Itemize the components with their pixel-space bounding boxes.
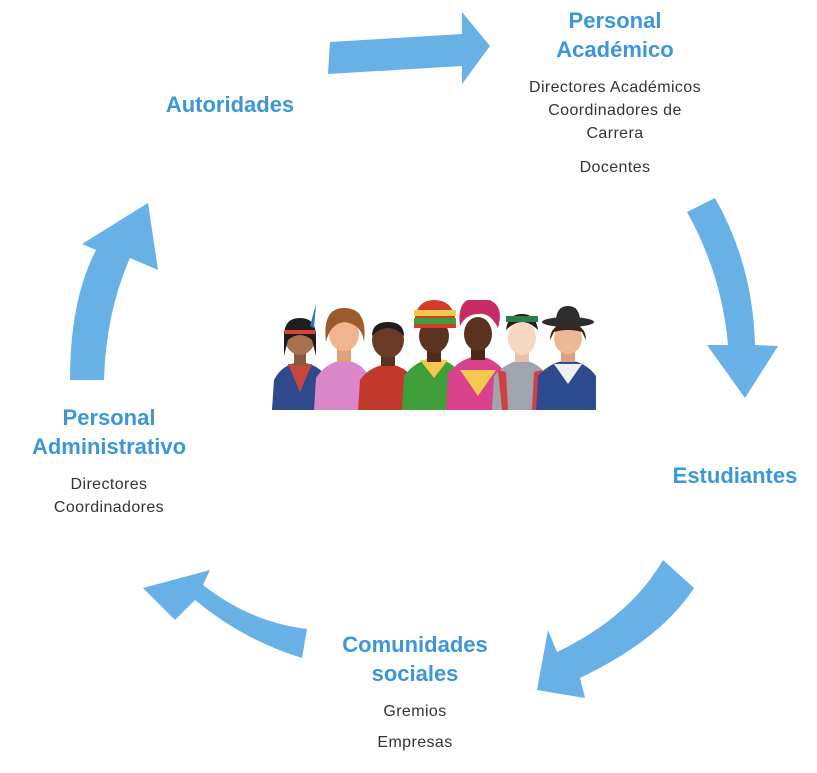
title-line: sociales (371, 661, 459, 686)
title-line: Académico (556, 37, 674, 62)
node-items: Directores Coordinadores (0, 473, 218, 519)
title-line: Personal (62, 405, 156, 430)
item-gremios: Gremios (383, 703, 447, 720)
item-coordinadores: Coordinadores (53, 499, 165, 516)
item-directores: Directores (70, 476, 148, 493)
person-figure (314, 308, 370, 410)
node-title: Estudiantes (672, 463, 798, 488)
title-line: Personal (568, 8, 662, 33)
arrow-left (70, 203, 158, 380)
person-figure (358, 322, 414, 410)
arrow-bottom-left (143, 570, 307, 658)
person-figure (536, 306, 596, 410)
node-personal-administrativo: Personal Administrativo Directores Coord… (0, 403, 218, 519)
node-title: Personal Académico (490, 6, 740, 64)
item-coordinadores-de: Coordinadores de (548, 102, 682, 119)
node-estudiantes: Estudiantes (655, 461, 815, 490)
node-personal-academico: Personal Académico Directores Académicos… (490, 6, 740, 179)
arrow-right (687, 198, 778, 398)
item-carrera: Carrera (586, 125, 644, 142)
node-items: Directores Académicos Coordinadores de C… (490, 76, 740, 179)
node-comunidades-sociales: Comunidades sociales Gremios Empresas (310, 630, 520, 754)
title-line: Administrativo (31, 434, 187, 459)
item-docentes: Docentes (579, 159, 651, 176)
arrow-top (328, 12, 490, 84)
node-title: Comunidades sociales (310, 630, 520, 688)
title-line: Comunidades (342, 632, 488, 657)
item-directores-academicos: Directores Académicos (528, 79, 702, 96)
person-figure (446, 300, 506, 410)
people-illustration (272, 300, 596, 410)
person-figure (492, 314, 548, 410)
node-title: Personal Administrativo (0, 403, 218, 461)
person-figure (272, 304, 328, 410)
node-title: Autoridades (165, 92, 295, 117)
item-empresas: Empresas (377, 734, 453, 751)
node-autoridades: Autoridades (140, 90, 320, 119)
arrow-bottom-right (537, 560, 694, 698)
node-items: Gremios Empresas (310, 700, 520, 754)
